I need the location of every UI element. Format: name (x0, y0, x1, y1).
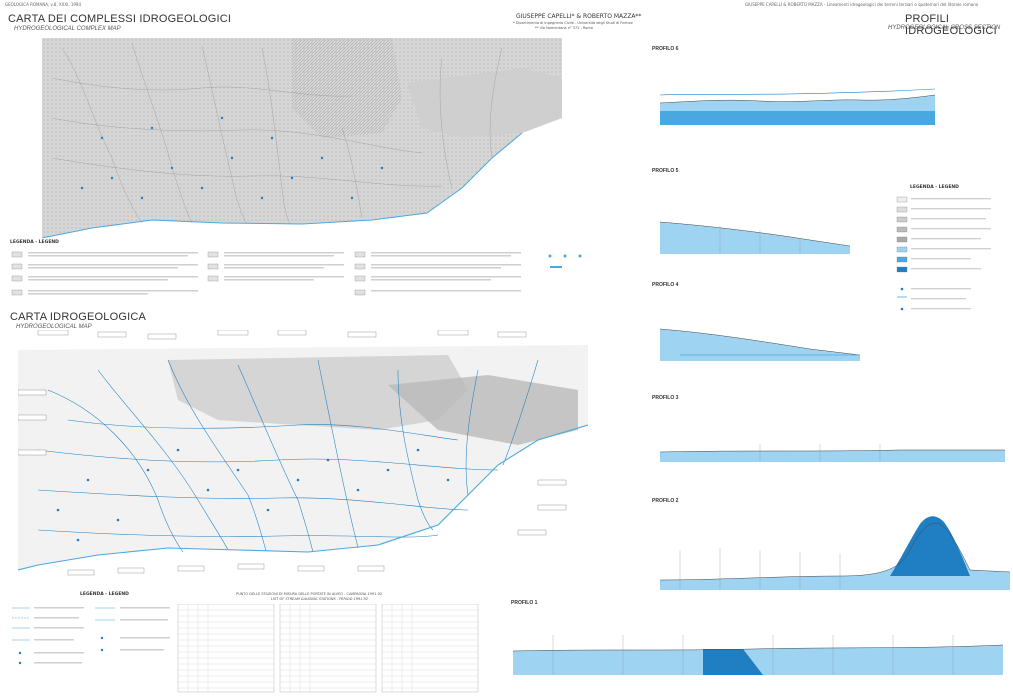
hydrogeological-map (18, 330, 588, 590)
affiliation-1: * Dipartimento di Ingegneria Civile - Un… (513, 21, 633, 25)
hydrogeological-complex-map (22, 38, 562, 238)
map1-title: CARTA DEI COMPLESSI IDROGEOLOGICI (8, 13, 232, 25)
gauging-stations-table: PUNTO DELLE STAZIONI DI MISURA DELLE POR… (176, 592, 486, 696)
profiles-title: PROFILI IDROGEOLOGICI (905, 13, 997, 37)
authors: GIUSEPPE CAPELLI* & ROBERTO MAZZA** (516, 13, 642, 20)
profile-5-label: PROFILO 5 (652, 168, 679, 174)
profiles-legend: LEGENDA - LEGEND (895, 185, 1005, 385)
table-subtitle: LIST OF STREAM GAUGING STATIONS - PERIOD… (271, 597, 369, 601)
map1-subtitle: HYDROGEOLOGICAL COMPLEX MAP (14, 26, 121, 32)
affiliation-2: ** Via Nomentana n° 372 - Roma (535, 26, 593, 30)
legend-2-title: LEGENDA - LEGEND (80, 592, 129, 597)
profile-1-section (513, 635, 1003, 675)
profiles-subtitle: HYDROGEOLOGICAL CROSS SECTION (888, 25, 1001, 31)
profile-6-section (660, 88, 936, 125)
journal-header-right: GIUSEPPE CAPELLI & ROBERTO MAZZA - Linea… (745, 2, 979, 7)
profile-5-section (660, 221, 851, 254)
profiles-column: PROFILO 6 PROFILO 5 PROFILO 4 PROFILO 3 … (640, 40, 1010, 600)
profile-1-label: PROFILO 1 (511, 600, 538, 606)
legend-1-title: LEGENDA - LEGEND (10, 240, 59, 245)
legend-1: LEGENDA - LEGEND (10, 240, 610, 310)
profile-2-section (660, 516, 1010, 590)
profile-4-section (660, 328, 861, 361)
profile-3-label: PROFILO 3 (652, 395, 679, 401)
map2-title: CARTA IDROGEOLOGICA (10, 311, 147, 323)
legend-2: LEGENDA - LEGEND (10, 592, 180, 696)
profile-6-label: PROFILO 6 (652, 46, 679, 52)
profile-1-panel: PROFILO 1 (493, 590, 1013, 699)
table-title: PUNTO DELLE STAZIONI DI MISURA DELLE POR… (236, 592, 383, 596)
journal-header-left: GEOLOGICA ROMANA, v.8, XXXI, 1994 (5, 2, 82, 7)
map2-subtitle: HYDROGEOLOGICAL MAP (16, 324, 92, 330)
profile-2-label: PROFILO 2 (652, 498, 679, 504)
profile-4-label: PROFILO 4 (652, 282, 679, 288)
profile-3-section (660, 444, 1005, 462)
profiles-legend-title: LEGENDA - LEGEND (910, 185, 959, 190)
